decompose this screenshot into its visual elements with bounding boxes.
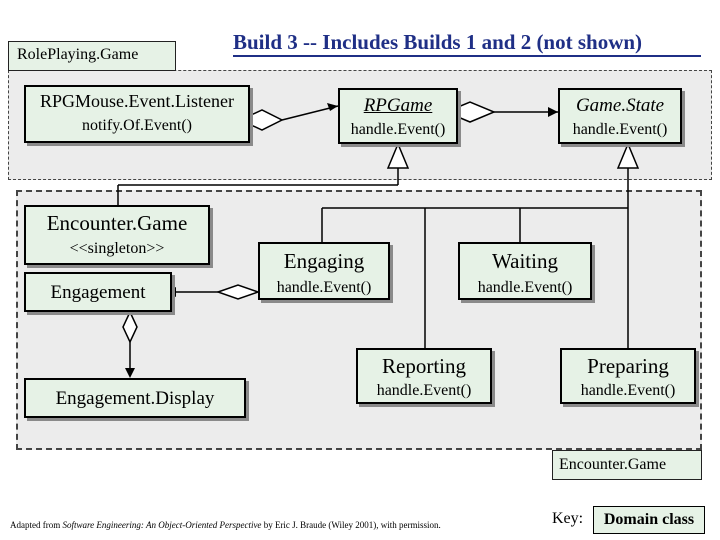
encounter-game-stereotype: <<singleton>>: [69, 240, 165, 257]
preparing-class: Preparing handle.Event(): [560, 348, 696, 404]
listener-association-line: [281, 105, 339, 121]
engagement-class: Engagement: [24, 272, 172, 312]
rpgame-inherit-triangle: [386, 142, 410, 169]
engagement-aggregation-diamond: [215, 284, 261, 300]
game-state-name: Game.State: [575, 95, 665, 116]
display-arrowhead: [125, 368, 135, 378]
rpgame-name: RPGame: [363, 95, 433, 116]
key-sample-label: Domain class: [603, 511, 695, 528]
rpg-mouse-event-listener-class: RPGMouse.Event.Listener notify.Of.Event(…: [24, 85, 250, 143]
waiting-operation: handle.Event(): [477, 279, 573, 296]
key-label: Key:: [552, 510, 584, 527]
rpgame-operation: handle.Event(): [350, 121, 446, 138]
citation-prefix: Adapted from: [10, 520, 63, 530]
rpgame-aggregation-diamond: [444, 101, 496, 123]
rpg-mouse-event-listener-operation: notify.Of.Event(): [81, 117, 193, 134]
preparing-name: Preparing: [587, 354, 669, 378]
roleplaying-package-tab: RolePlaying.Game: [8, 41, 176, 71]
engaging-name: Engaging: [283, 249, 365, 273]
engaging-class: Engaging handle.Event(): [258, 242, 390, 300]
game-state-operation: handle.Event(): [572, 121, 668, 138]
listener-aggregation-diamond: [238, 109, 284, 131]
listener-arrowhead: [327, 103, 338, 111]
reporting-name: Reporting: [382, 354, 466, 378]
gamestate-inherit-triangle: [616, 142, 640, 169]
roleplaying-package-name: RolePlaying.Game: [17, 46, 139, 63]
state-arrowhead: [548, 107, 558, 117]
title-underline: [233, 55, 701, 57]
page-title: Build 3 -- Includes Builds 1 and 2 (not …: [233, 30, 643, 54]
display-composition-diamond: [122, 310, 138, 344]
engagement-display-class: Engagement.Display: [24, 378, 246, 418]
citation-suffix: by Eric J. Braude (Wiley 2001), with per…: [261, 520, 441, 530]
rpgame-class: RPGame handle.Event(): [338, 88, 458, 144]
reporting-operation: handle.Event(): [376, 382, 472, 399]
waiting-name: Waiting: [492, 249, 558, 273]
rpg-mouse-event-listener-name: RPGMouse.Event.Listener: [40, 91, 234, 111]
engagement-display-name: Engagement.Display: [55, 388, 215, 409]
citation: Adapted from Software Engineering: An Ob…: [10, 520, 441, 530]
engaging-operation: handle.Event(): [276, 279, 372, 296]
waiting-class: Waiting handle.Event(): [458, 242, 592, 300]
encounter-package-name: Encounter.Game: [559, 456, 667, 473]
preparing-operation: handle.Event(): [580, 382, 676, 399]
game-state-class: Game.State handle.Event(): [558, 88, 682, 144]
encounter-game-class: Encounter.Game <<singleton>>: [24, 205, 210, 265]
key-domain-class-sample: Domain class: [593, 506, 705, 534]
engagement-name: Engagement: [50, 282, 146, 303]
citation-book-title: Software Engineering: An Object-Oriented…: [62, 520, 262, 530]
encounter-package-tab: Encounter.Game: [552, 450, 702, 480]
encounter-game-name: Encounter.Game: [46, 211, 188, 235]
reporting-class: Reporting handle.Event(): [356, 348, 492, 404]
